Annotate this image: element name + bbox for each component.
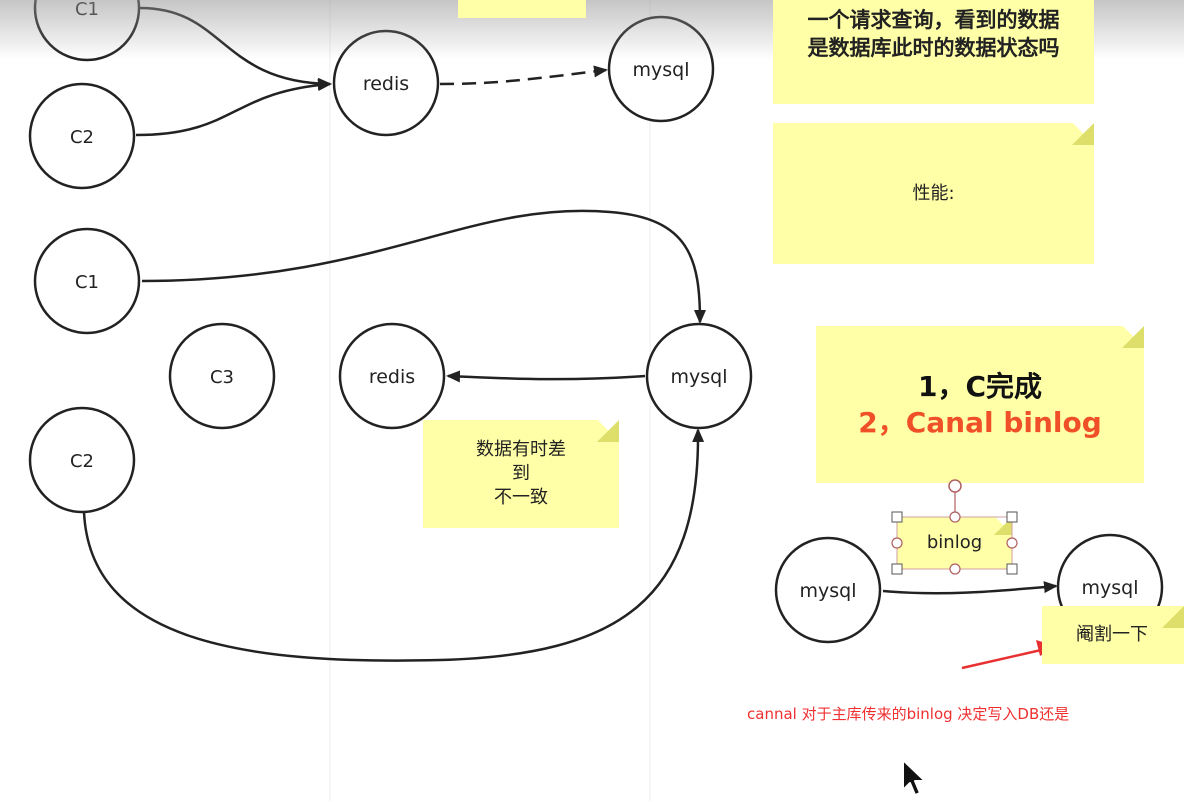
node-mysql-source[interactable] — [774, 536, 882, 644]
node-mysql-mid-label: mysql — [671, 366, 728, 388]
grid-lines — [329, 0, 651, 801]
note-time-lag-line2: 到 — [512, 463, 530, 484]
selection-handles — [891, 479, 1018, 575]
note-question[interactable]: 一个请求查询，看到的数据 是数据库此时的数据状态吗 — [773, 0, 1094, 104]
selection-outline — [896, 516, 1013, 570]
middle-diagram: C1 C3 C2 redis mysql — [28, 209, 753, 662]
note-top-fragment[interactable] — [458, 0, 586, 18]
node-mysql-mid[interactable] — [645, 322, 753, 430]
edge-mysql-redis — [446, 370, 646, 383]
node-c2-top-label: C2 — [70, 127, 94, 148]
resize-handle-s[interactable] — [949, 563, 961, 575]
note-question-line1: 一个请求查询，看到的数据 — [807, 8, 1060, 32]
note-truncated[interactable]: 阉割一下 — [1042, 606, 1184, 664]
note-time-lag[interactable]: 数据有时差 到 不一致 — [423, 420, 619, 528]
node-c2-mid[interactable] — [28, 406, 136, 514]
note-performance[interactable]: 性能: — [773, 123, 1094, 264]
resize-handle-ne[interactable] — [1006, 511, 1018, 523]
node-redis-mid[interactable] — [338, 322, 446, 430]
edge-c1-mysql — [141, 209, 706, 324]
node-redis-top-label: redis — [363, 73, 409, 95]
resize-handle-w[interactable] — [891, 537, 903, 549]
resize-handle-nw[interactable] — [891, 511, 903, 523]
node-c1-top-label: C1 — [75, 0, 99, 20]
red-arrow-line — [961, 646, 1051, 670]
note-binlog[interactable]: binlog — [897, 517, 1012, 569]
note-solution[interactable]: 1，C完成 2，Canal binlog — [816, 326, 1144, 483]
note-time-lag-line3: 不一致 — [494, 487, 548, 508]
edge-c2-mysql — [82, 428, 705, 662]
node-c3[interactable] — [168, 322, 276, 430]
note-time-lag-line1: 数据有时差 — [476, 439, 566, 460]
edge-c2-redis — [135, 78, 332, 137]
solution-line1: 1，C完成 — [917, 369, 1043, 403]
node-c2-mid-label: C2 — [70, 451, 94, 472]
solution-line2: 2，Canal binlog — [858, 405, 1102, 439]
mouse-cursor-icon — [902, 759, 926, 796]
node-c1-mid[interactable] — [33, 227, 141, 335]
node-c2-top[interactable] — [28, 82, 136, 190]
rotate-handle[interactable] — [948, 479, 962, 493]
note-performance-fold — [1072, 123, 1094, 145]
node-redis-mid-label: redis — [369, 366, 415, 388]
note-question-line2: 是数据库此时的数据状态吗 — [807, 36, 1060, 60]
note-time-lag-fold — [597, 420, 619, 442]
edge-mysql-mysql — [882, 581, 1058, 595]
node-mysql-source-label: mysql — [800, 580, 857, 602]
node-mysql-target-label: mysql — [1082, 577, 1139, 599]
edge-c1-redis — [139, 6, 332, 90]
note-performance-text: 性能: — [912, 182, 955, 204]
note-solution-fold — [1122, 326, 1144, 348]
node-c1-mid-label: C1 — [75, 272, 99, 293]
note-binlog-text: binlog — [926, 532, 983, 553]
node-c3-label: C3 — [210, 367, 234, 388]
note-truncated-text: 阉割一下 — [1076, 624, 1148, 645]
resize-handle-n[interactable] — [949, 511, 961, 523]
resize-handle-sw[interactable] — [891, 563, 903, 575]
red-caption: cannal 对于主库传来的binlog 决定写入DB还是 — [747, 705, 1070, 723]
node-mysql-top-label: mysql — [633, 59, 690, 81]
note-truncated-fold — [1162, 606, 1184, 628]
edge-redis-mysql-dashed — [439, 65, 608, 86]
top-diagram: C1 C2 redis mysql — [28, 0, 715, 190]
resize-handle-e[interactable] — [1006, 537, 1018, 549]
resize-handle-se[interactable] — [1006, 563, 1018, 575]
